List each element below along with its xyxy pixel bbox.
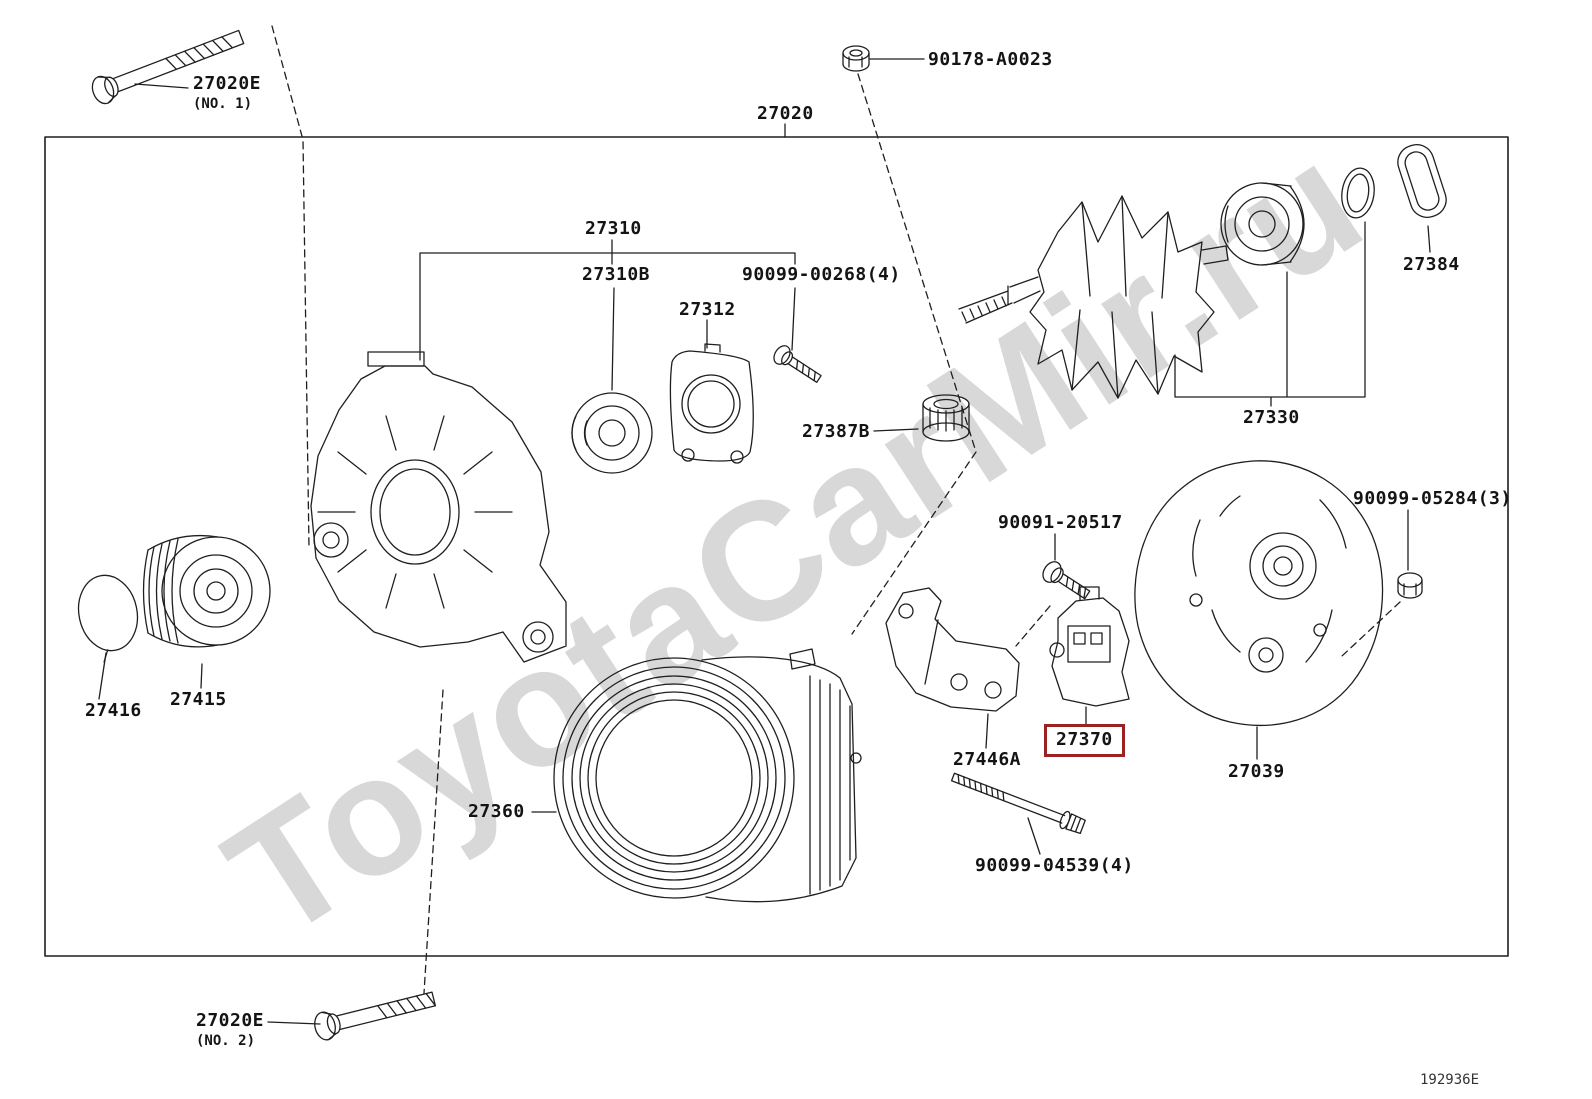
part-label-27020[interactable]: 27020 (757, 103, 814, 124)
brush-holder-27370-drawing (1049, 586, 1130, 707)
part-label-90099-00268[interactable]: 90099-00268(4) (742, 264, 901, 285)
retainer-plate-27312-drawing (669, 343, 754, 464)
diagram-border (44, 136, 1509, 957)
bolt-27020e-no1-drawing (91, 29, 245, 105)
stator-27360-drawing (553, 648, 862, 903)
part-note-27020e-no1: (NO. 1) (193, 96, 253, 112)
assembly-dashed-lines (271, 25, 1401, 994)
part-label-27020e-no2[interactable]: 27020E (196, 1010, 265, 1031)
front-bracket-drawing (310, 351, 567, 663)
part-label-27446a[interactable]: 27446A (953, 749, 1022, 770)
part-label-27020e-no1[interactable]: 27020E (193, 73, 262, 94)
diagram-code: 192936E (1420, 1072, 1480, 1088)
part-label-27310[interactable]: 27310 (585, 218, 642, 239)
bolt-90099-00268-drawing (773, 345, 822, 383)
bracket-27446a-drawing (885, 587, 1020, 712)
part-label-90099-04539[interactable]: 90099-04539(4) (975, 855, 1134, 876)
part-label-27330[interactable]: 27330 (1243, 407, 1300, 428)
bolt-90091-20517-drawing (1042, 561, 1091, 600)
bearing-cover-ring-drawing (1341, 167, 1375, 219)
part-note-27020e-no2: (NO. 2) (196, 1033, 256, 1049)
part-label-27312[interactable]: 27312 (679, 299, 736, 320)
through-bolt-90099-04539-drawing (950, 772, 1086, 834)
nut-90178-drawing (842, 45, 870, 72)
part-label-27360[interactable]: 27360 (468, 801, 525, 822)
terminal-insulator-27387b-drawing (922, 394, 970, 442)
cap-27416-drawing (77, 574, 139, 663)
part-label-27384[interactable]: 27384 (1403, 254, 1460, 275)
part-label-27370-highlighted[interactable]: 27370 (1044, 724, 1125, 757)
part-label-90099-05284[interactable]: 90099-05284(3) (1353, 488, 1512, 509)
seal-27384-drawing (1397, 144, 1447, 218)
bolt-27020e-no2-drawing (314, 991, 437, 1041)
rotor-27330-drawing (958, 195, 1229, 399)
part-label-27416[interactable]: 27416 (85, 700, 142, 721)
rotor-bearing-drawing (1220, 182, 1305, 266)
part-label-90091-20517[interactable]: 90091-20517 (998, 512, 1123, 533)
part-label-27387b[interactable]: 27387B (802, 421, 871, 442)
part-label-27370: 27370 (1056, 729, 1113, 750)
part-label-27415[interactable]: 27415 (170, 689, 227, 710)
nut-90099-05284-drawing (1397, 572, 1423, 599)
part-label-27039[interactable]: 27039 (1228, 761, 1285, 782)
leader-lines (98, 58, 1431, 1025)
part-label-90178-a0023[interactable]: 90178-A0023 (928, 49, 1053, 70)
pulley-27415-drawing (142, 534, 271, 648)
part-label-27310b[interactable]: 27310B (582, 264, 651, 285)
bearing-27310b-drawing (571, 392, 653, 474)
rear-cover-27039-drawing (1134, 460, 1384, 726)
